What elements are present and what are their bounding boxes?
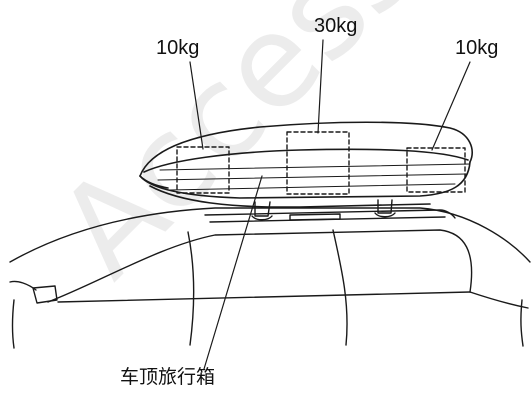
box-rib-2 <box>157 173 467 181</box>
right-load-label: 10kg <box>455 37 499 59</box>
rack-foot-left-cap <box>251 215 273 221</box>
car-window-line <box>47 229 473 303</box>
leader-center <box>317 39 324 134</box>
box-rib-1 <box>159 163 471 171</box>
door-line-2 <box>332 229 348 346</box>
roof-box-caption: 车顶旅行箱 <box>120 366 216 388</box>
leader-lines <box>189 39 471 370</box>
box-bottom-shell <box>139 161 471 199</box>
rack-slot <box>289 213 341 221</box>
left-load-label: 10kg <box>156 37 200 59</box>
door-line-1 <box>187 231 195 346</box>
roof-rack <box>204 199 456 223</box>
car-lower-rear <box>520 299 524 347</box>
box-top-shell <box>139 121 474 177</box>
car-lower-front <box>11 299 15 349</box>
rack-foot-left <box>254 201 271 217</box>
car-front-pillar <box>9 280 37 291</box>
leader-left <box>189 61 204 150</box>
car-body <box>9 207 531 349</box>
rack-foot-right <box>377 199 393 214</box>
load-zone-center <box>286 131 350 195</box>
box-base <box>149 185 431 208</box>
rack-rail-top <box>204 209 456 219</box>
box-rear-tip <box>139 175 169 189</box>
box-rib-3 <box>169 183 456 191</box>
box-lid-edge <box>143 148 469 173</box>
side-mirror <box>32 285 58 304</box>
car-beltline <box>57 291 471 303</box>
car-rear-pillar <box>469 291 529 309</box>
rack-foot-right-cap <box>374 212 396 218</box>
leader-right <box>431 61 471 151</box>
center-load-label: 30kg <box>314 15 358 37</box>
car-roof-outline <box>9 207 531 263</box>
load-zone-right <box>406 147 466 193</box>
roof-box <box>139 121 474 208</box>
leader-caption <box>203 175 263 370</box>
